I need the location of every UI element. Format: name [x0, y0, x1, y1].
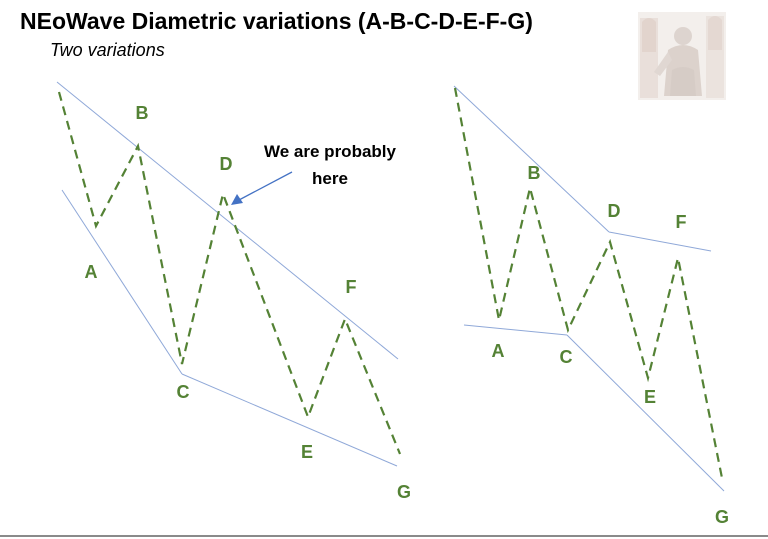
left-label-b: B — [136, 103, 149, 123]
right-label-f: F — [676, 212, 687, 232]
right-upper-channel-line-2 — [608, 231, 712, 252]
right-label-e: E — [644, 387, 656, 407]
left-variation: We are probably here A B C D E F G — [56, 81, 411, 502]
left-label-a: A — [85, 262, 98, 282]
right-wave-path — [453, 87, 724, 479]
right-lower-channel-line-2 — [566, 334, 725, 492]
right-upper-channel-line-1 — [453, 85, 610, 233]
right-label-g: G — [715, 507, 729, 527]
left-label-c: C — [177, 382, 190, 402]
left-lower-channel-line-1 — [61, 189, 183, 375]
left-label-f: F — [346, 277, 357, 297]
page-title: NEoWave Diametric variations (A-B-C-D-E-… — [20, 8, 533, 34]
left-label-g: G — [397, 482, 411, 502]
left-annotation-line2: here — [312, 169, 348, 188]
right-variation: A B C D E F G — [453, 85, 729, 527]
left-pointer-arrow-line — [238, 171, 293, 201]
right-lower-channel-line-1 — [463, 324, 568, 336]
left-upper-channel-line — [56, 81, 399, 360]
right-label-b: B — [528, 163, 541, 183]
left-label-d: D — [220, 154, 233, 174]
left-lower-channel-line-2 — [181, 373, 398, 467]
statue-thumbnail-image — [638, 12, 726, 100]
right-label-a: A — [492, 341, 505, 361]
left-annotation-line1: We are probably — [264, 142, 396, 161]
right-label-d: D — [608, 201, 621, 221]
statue-thumbnail-art — [638, 12, 726, 100]
page-subtitle: Two variations — [50, 40, 165, 60]
left-pointer-arrow-head-icon — [231, 194, 243, 205]
left-label-e: E — [301, 442, 313, 462]
bottom-divider — [0, 535, 768, 537]
right-label-c: C — [560, 347, 573, 367]
left-wave-path — [57, 91, 402, 455]
